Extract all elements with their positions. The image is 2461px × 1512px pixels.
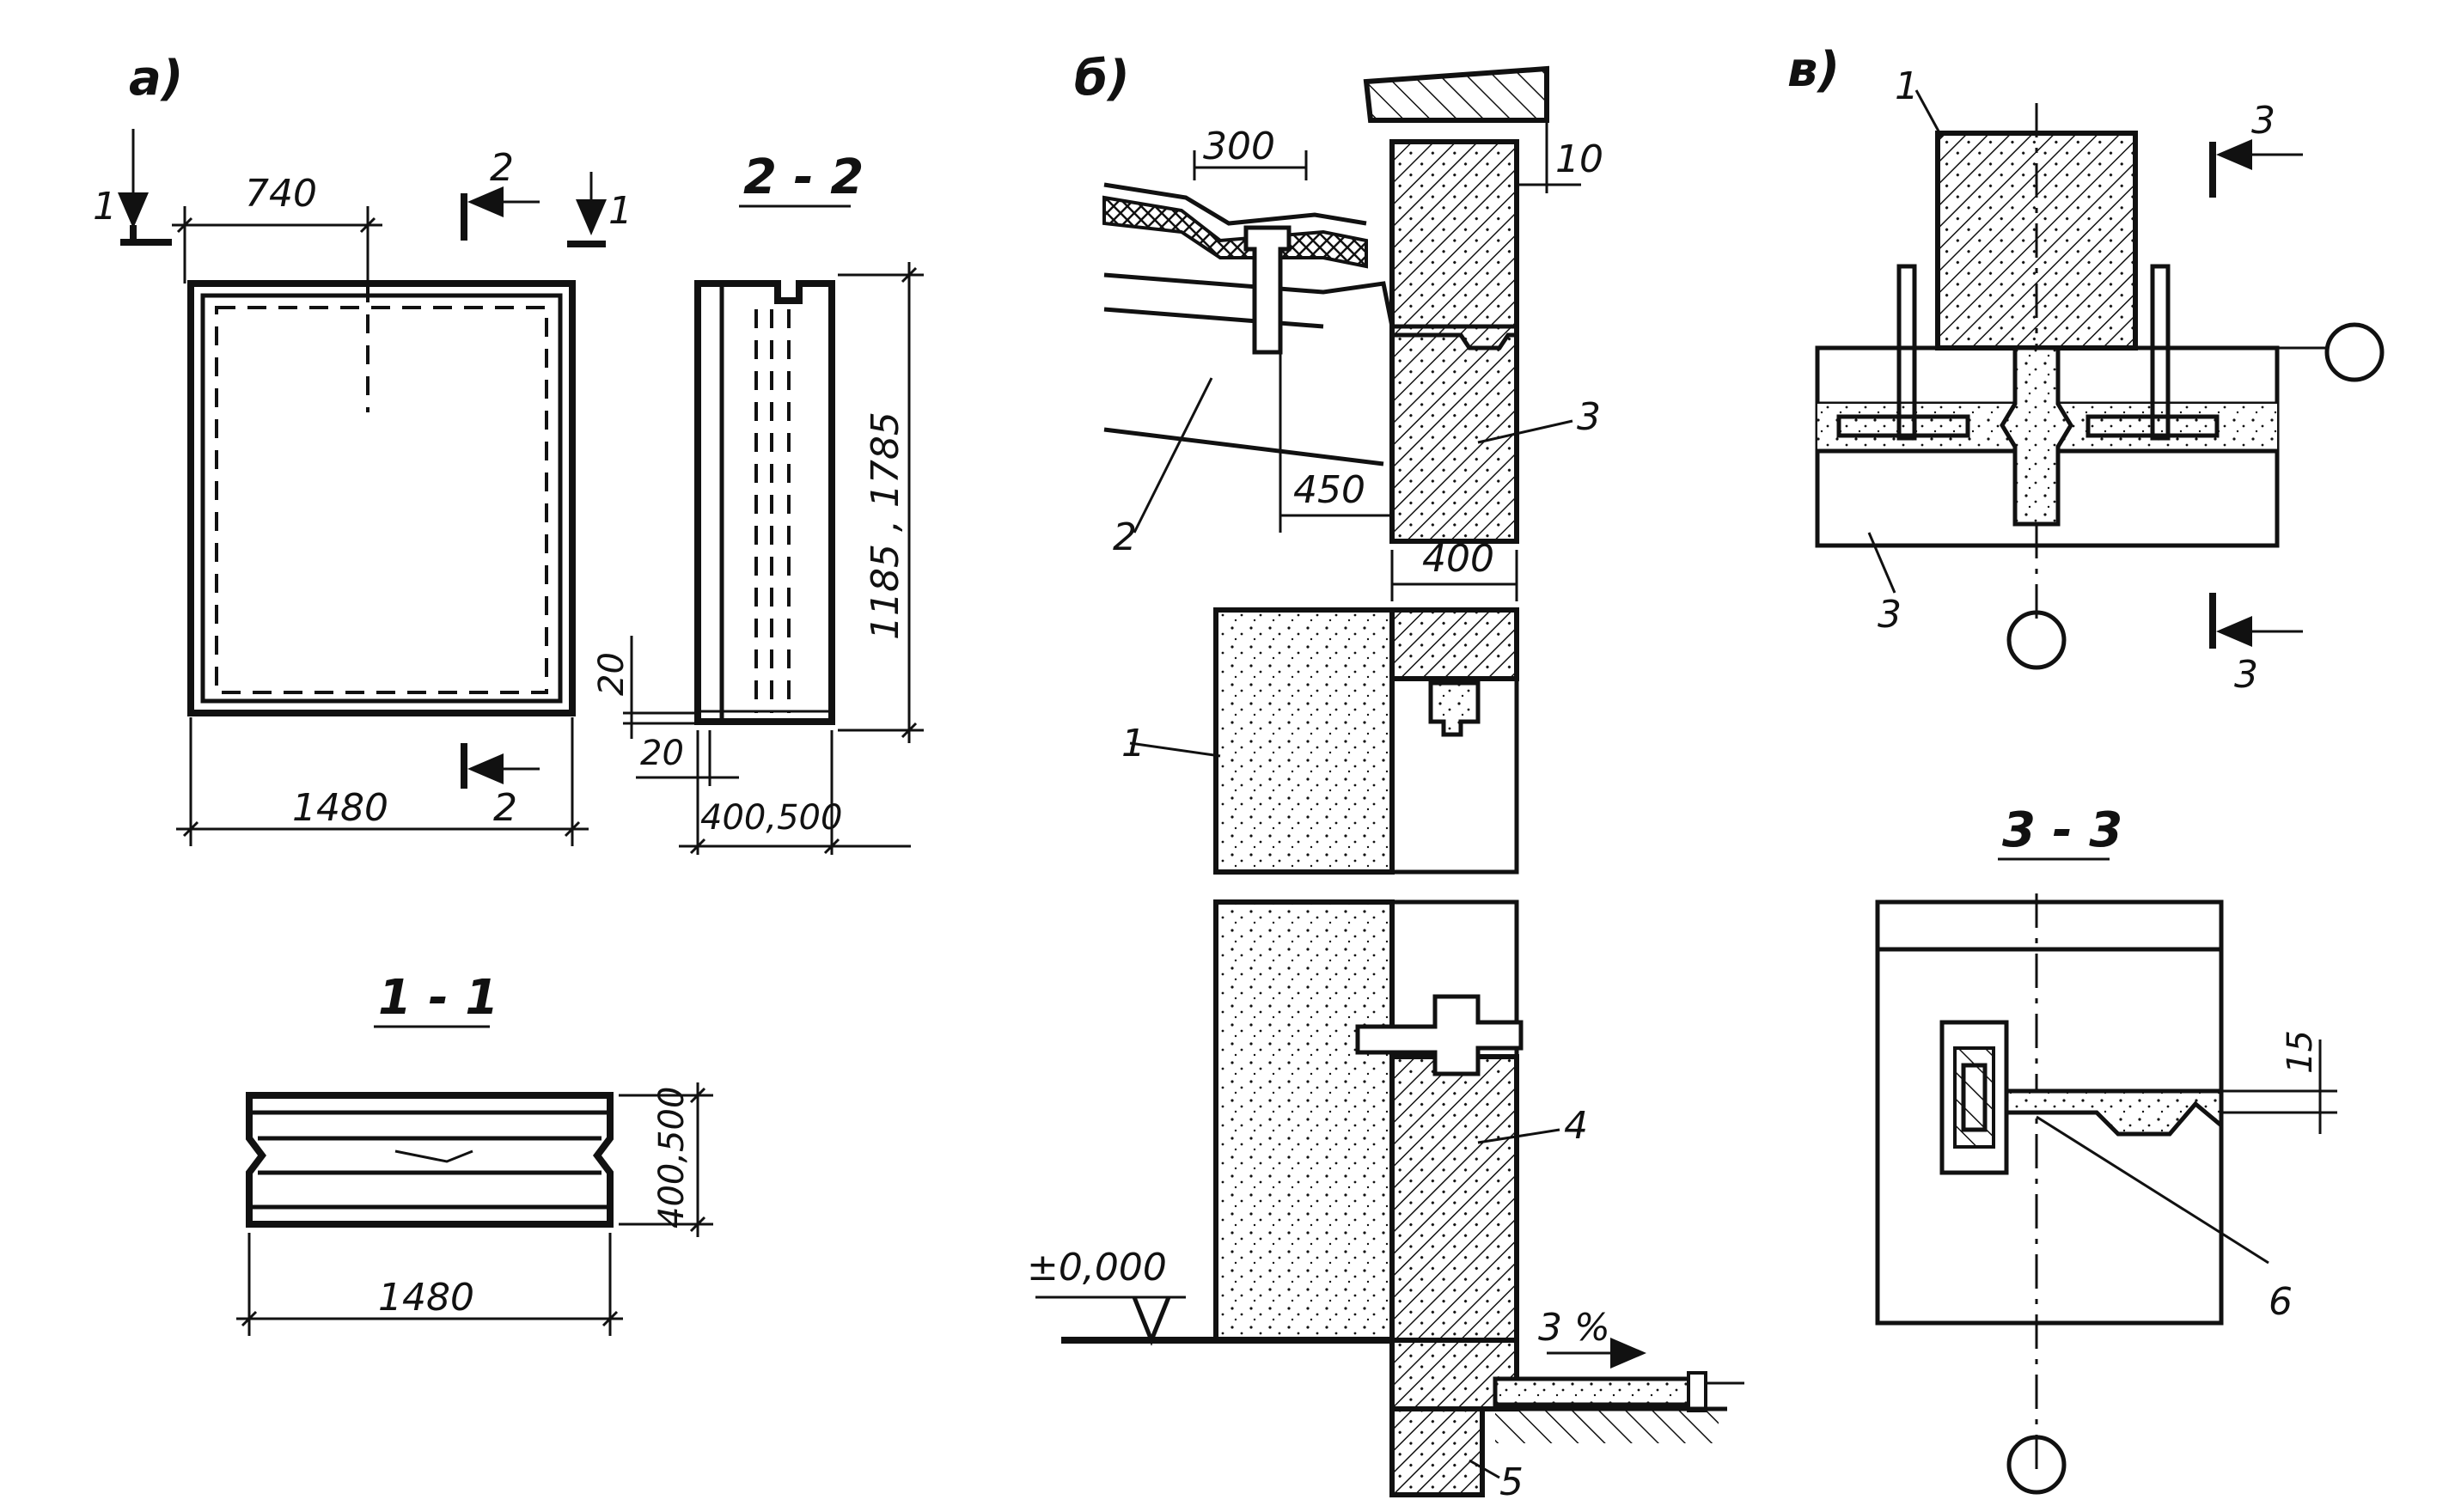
callout-6: 6	[2269, 1280, 2293, 1324]
view-v: в) 1 3 3 3 3 - 3	[1787, 42, 2385, 1495]
dim-400-500-vertical: 400,500	[652, 1087, 692, 1228]
view-b: б) 10 300 450 2 3 400	[1027, 51, 1744, 1504]
dim-300: 300	[1203, 125, 1275, 168]
dim-1185-1785: 1185 , 1785	[864, 412, 907, 640]
callout-3-b: 3	[1577, 395, 1601, 439]
callout-4: 4	[1564, 1104, 1588, 1148]
section-1-1-title: 1 - 1	[378, 970, 498, 1026]
dim-20-vertical: 20	[592, 652, 632, 696]
slope-label: 3 %	[1538, 1306, 1610, 1350]
dim-450: 450	[1293, 468, 1365, 512]
dim-1480-top: 1480	[292, 786, 388, 830]
dim-740: 740	[245, 172, 317, 216]
dim-400-500-horizontal: 400,500	[700, 798, 842, 838]
callout-3-v: 3	[1878, 593, 1902, 637]
dim-20-horizontal: 20	[640, 734, 684, 773]
section-3-label-bottom: 3	[2234, 653, 2258, 697]
section-2-label-top: 2	[490, 146, 514, 190]
view-a: а) 1 1 2 740 2 1480	[93, 51, 924, 1336]
section-1-label-right: 1	[608, 189, 632, 233]
section-3-label-top: 3	[2251, 99, 2275, 143]
view-v-label: в)	[1787, 42, 1840, 98]
callout-1-b: 1	[1121, 722, 1145, 765]
dim-1480-bottom: 1480	[378, 1276, 474, 1320]
callout-2: 2	[1113, 515, 1137, 559]
section-2-label-bottom: 2	[493, 786, 517, 830]
section-1-label-left: 1	[93, 185, 117, 229]
dim-15: 15	[2281, 1030, 2320, 1074]
level-zero: ±0,000	[1027, 1246, 1167, 1289]
dim-400: 400	[1422, 537, 1494, 581]
callout-1-v: 1	[1895, 64, 1919, 108]
section-2-2-title: 2 - 2	[743, 149, 864, 205]
view-a-label: а)	[129, 51, 183, 107]
view-b-label: б)	[1074, 51, 1130, 107]
callout-5: 5	[1499, 1460, 1524, 1504]
section-3-3-title: 3 - 3	[2002, 802, 2122, 858]
dim-10: 10	[1555, 137, 1603, 181]
